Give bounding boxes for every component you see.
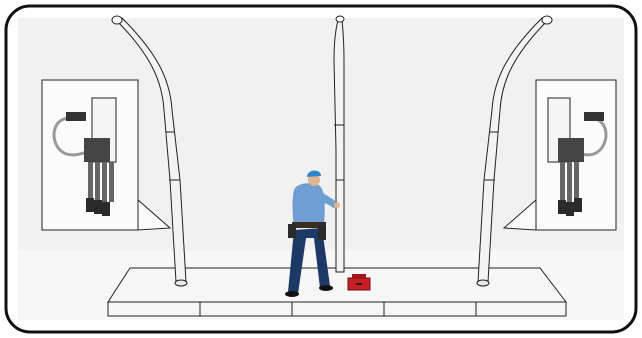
street-light-pole-center	[334, 16, 344, 272]
